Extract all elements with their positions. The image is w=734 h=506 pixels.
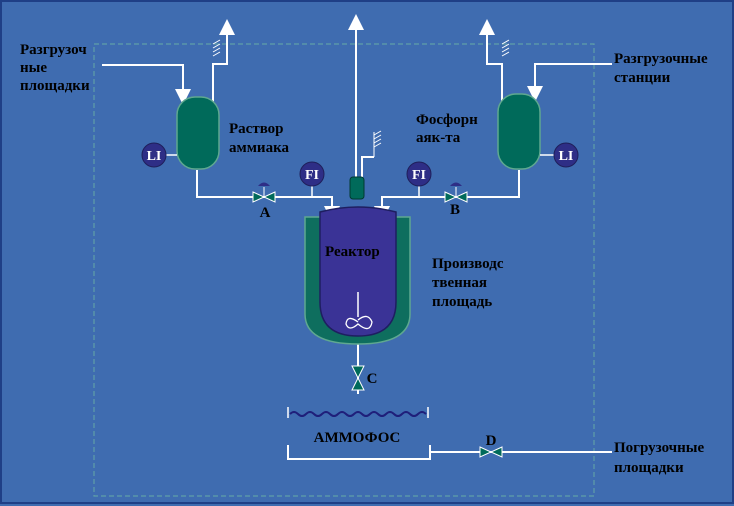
ammonia-solution-label: Раствор аммиака bbox=[229, 121, 289, 156]
product-container bbox=[287, 445, 431, 460]
production-area-label: Производс твенная площадь bbox=[432, 256, 507, 310]
pipe-left-feed bbox=[102, 64, 191, 105]
li-left-label: LI bbox=[147, 149, 162, 164]
production-boundary bbox=[93, 43, 595, 497]
fi-right-label: FI bbox=[412, 168, 426, 183]
ammonia-tank bbox=[176, 96, 220, 170]
reactor-motor bbox=[349, 176, 365, 200]
valve-a[interactable]: A bbox=[252, 182, 276, 222]
valve-b[interactable]: B bbox=[444, 182, 468, 219]
pipe-center-vent bbox=[361, 156, 374, 177]
valve-a-label: A bbox=[260, 205, 271, 221]
valve-c-label: C bbox=[367, 371, 378, 387]
phosphoric-acid-label: Фосфорн аяк-та bbox=[416, 112, 481, 146]
reactor bbox=[304, 176, 411, 345]
product-tray bbox=[287, 407, 431, 460]
valve-b-label: B bbox=[450, 202, 460, 218]
pipe-right-feed bbox=[527, 63, 612, 102]
instrument-li-right[interactable]: LI bbox=[540, 142, 579, 168]
pipe-right-vent bbox=[479, 19, 503, 102]
fi-left-label: FI bbox=[305, 168, 319, 183]
unloading-stations-right-label: Разгрузочные станции bbox=[614, 51, 711, 86]
loading-areas-label: Погрузочные площадки bbox=[614, 440, 708, 476]
product-label: АММОФОС bbox=[314, 430, 401, 446]
li-right-label: LI bbox=[559, 149, 574, 164]
instrument-fi-left[interactable]: FI bbox=[299, 161, 325, 197]
valve-d[interactable]: D bbox=[479, 433, 503, 458]
valve-d-label: D bbox=[486, 433, 497, 449]
acid-tank bbox=[497, 93, 541, 170]
unloading-areas-left-label: Разгрузоч ные площадки bbox=[20, 42, 90, 94]
pipe-left-vent bbox=[212, 19, 235, 102]
reactor-vessel bbox=[319, 206, 397, 337]
instrument-li-left[interactable]: LI bbox=[141, 142, 177, 168]
agitator-blades bbox=[345, 315, 373, 330]
valve-c[interactable]: C bbox=[351, 365, 378, 391]
reactor-label: Реактор bbox=[325, 244, 380, 260]
product-surface bbox=[289, 411, 427, 417]
instrument-fi-right[interactable]: FI bbox=[406, 161, 432, 197]
vent-hatches bbox=[212, 39, 510, 157]
